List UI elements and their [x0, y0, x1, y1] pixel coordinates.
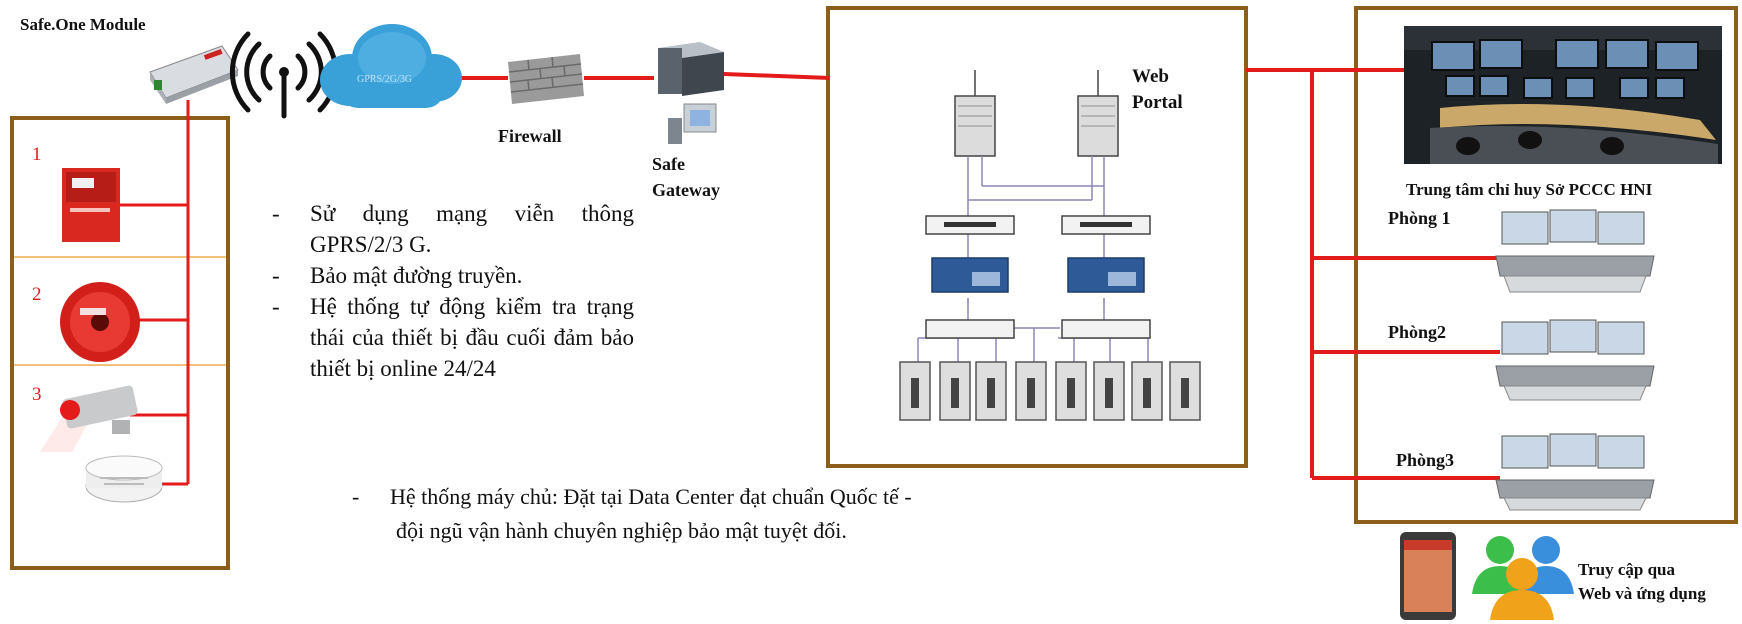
fire-alarm-panel-icon	[62, 168, 120, 242]
datacenter-frame	[826, 6, 1248, 468]
access-label-line2: Web và ứng dụng	[1578, 584, 1706, 603]
module-label: Safe.One Module	[20, 15, 146, 34]
room1-label: Phòng 1	[1388, 208, 1451, 228]
room3-console-image	[1495, 433, 1655, 511]
bullet-item: - Bảo mật đường truyền.	[272, 263, 523, 288]
server-rack-row	[899, 361, 1201, 421]
device-number-1: 1	[32, 144, 42, 165]
datacenter-network	[917, 70, 1151, 362]
firewall-label: Firewall	[498, 126, 562, 146]
room3-label: Phòng3	[1396, 450, 1455, 470]
access-label-line1: Truy cập qua	[1578, 560, 1675, 579]
web-portal-label-line2: Portal	[1132, 92, 1183, 113]
antenna-icon	[229, 31, 339, 119]
control-room-image	[1404, 26, 1722, 164]
gateway-label-line1: Safe	[652, 154, 685, 174]
camera-icon	[40, 385, 138, 452]
cloud-label: GPRS/2G/3G	[357, 74, 413, 85]
safe-one-module-icon	[149, 45, 239, 104]
firewall-icon	[508, 54, 584, 104]
web-portal-label-line1: Web	[1132, 66, 1169, 87]
feature-bullet-list: - Sử dụng mạng viễn thông GPRS/2/3 G. - …	[272, 198, 634, 384]
device-number-3: 3	[32, 384, 42, 405]
room2-console-image	[1495, 319, 1655, 401]
cloud-icon	[320, 24, 462, 108]
gateway-server-icon	[658, 42, 724, 144]
red-links	[120, 68, 1500, 486]
smoke-detector-icon	[85, 455, 163, 503]
command-center-label: Trung tâm chỉ huy Sở PCCC HNI	[1406, 180, 1653, 199]
room1-console-image	[1495, 209, 1655, 293]
server-note-line1: Hệ thống máy chủ: Đặt tại Data Center đạ…	[390, 484, 912, 509]
device-number-2: 2	[32, 284, 42, 305]
users-icon	[1472, 536, 1574, 620]
room2-label: Phòng2	[1388, 322, 1447, 342]
phone-icon	[1400, 532, 1456, 620]
command-center-frame	[1354, 6, 1738, 524]
server-note-line2: đội ngũ vận hành chuyên nghiệp bảo mật t…	[396, 518, 847, 543]
gateway-label-line2: Gateway	[652, 180, 720, 200]
devices-frame	[10, 116, 230, 570]
bullet-item: - Sử dụng mạng viễn thông GPRS/2/3 G.	[272, 201, 634, 257]
bullet-item: - Hệ thống tự động kiểm tra trạng thái c…	[272, 294, 634, 381]
server-note: - Hệ thống máy chủ: Đặt tại Data Center …	[352, 480, 1052, 548]
fire-bell-icon	[60, 282, 140, 362]
